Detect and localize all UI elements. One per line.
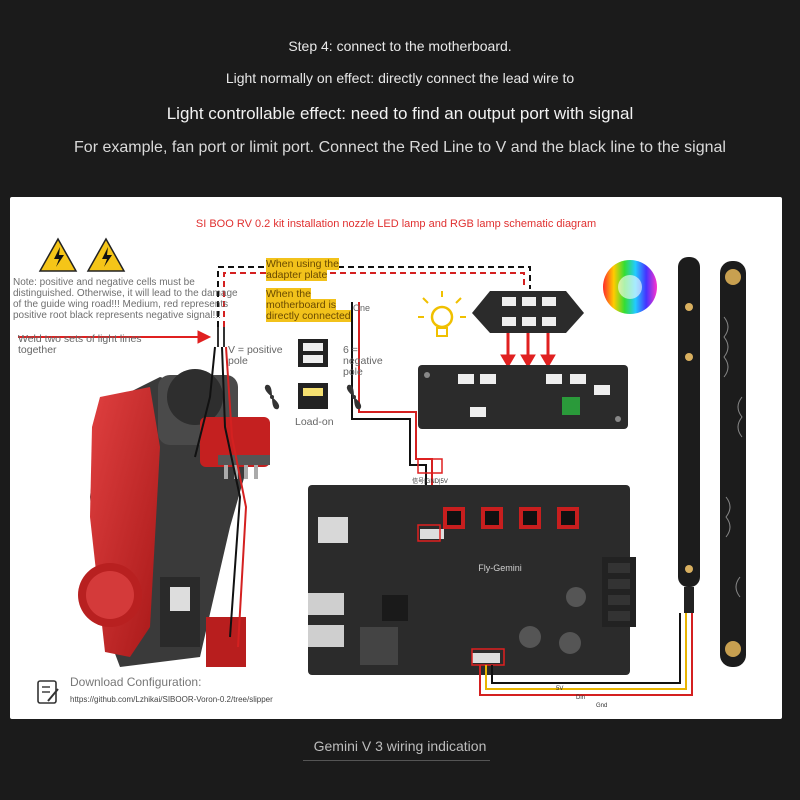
- warning-icon: [86, 237, 126, 272]
- warning-icon: [38, 237, 78, 272]
- polarity-connectors: [298, 339, 328, 409]
- fan-icon: [264, 384, 280, 410]
- fan-port-highlight: [417, 524, 441, 542]
- caption-underline: [303, 760, 490, 761]
- signal-port-highlight: [417, 458, 443, 474]
- lightbulb-icon: [418, 291, 466, 337]
- rgb-wires: [479, 613, 693, 696]
- weld-note: Weld two sets of light lines together: [18, 333, 142, 356]
- wire-5v-label: 5V: [556, 686, 563, 692]
- wire-gnd-label: Gnd: [596, 703, 607, 709]
- normal-effect-text: Light normally on effect: directly conne…: [225, 70, 575, 86]
- led-strip-left: [678, 257, 700, 613]
- step-heading: Step 4: connect to the motherboard.: [288, 38, 512, 54]
- diagram-title: SI BOO RV 0.2 kit installation nozzle LE…: [195, 218, 597, 230]
- arrows: [18, 330, 556, 368]
- download-link[interactable]: https://github.com/Lzhikai/SIBOOR-Voron-…: [70, 695, 273, 704]
- example-text: For example, fan port or limit port. Con…: [74, 139, 726, 156]
- led-strip-right: [720, 261, 746, 667]
- color-wheel-icon: [603, 260, 657, 314]
- wire-din-label: Din: [576, 695, 585, 701]
- fan-icon: [346, 384, 362, 410]
- direct-route-wires: [217, 302, 433, 537]
- port-label: 信号|GND|5V: [412, 477, 448, 485]
- adapter-label: When using the adapter plate: [266, 258, 339, 281]
- motherboard: Fly-Gemini: [308, 485, 636, 675]
- extruder-assembly: [78, 346, 270, 667]
- warning-note: Note: positive and negative cells must b…: [13, 277, 238, 321]
- negative-pole-label: 6 = negative pole: [343, 344, 383, 378]
- caption: Gemini V 3 wiring indication: [313, 738, 487, 754]
- download-label: Download Configuration:: [70, 675, 202, 689]
- adapter-plate: [418, 365, 628, 429]
- wiring-diagram: Fly-Gemini 信号|GND|5V 5V Din Gnd: [18, 237, 746, 709]
- adapter-route-wires: [217, 266, 531, 327]
- motherboard-label: When the motherboard is directly connect…: [266, 288, 351, 322]
- one-label: One: [353, 303, 371, 313]
- positive-pole-label: V = positive pole: [228, 344, 283, 367]
- board-brand: Fly-Gemini: [478, 563, 522, 573]
- controllable-effect-text: Light controllable effect: need to find …: [166, 104, 634, 123]
- splitter-board: [472, 291, 584, 333]
- load-on-label: Load-on: [295, 416, 334, 428]
- document-edit-icon: [37, 680, 59, 704]
- wiring-diagram-card: Fly-Gemini 信号|GND|5V 5V Din Gnd: [10, 197, 782, 719]
- rgb-port-highlight: [471, 648, 505, 666]
